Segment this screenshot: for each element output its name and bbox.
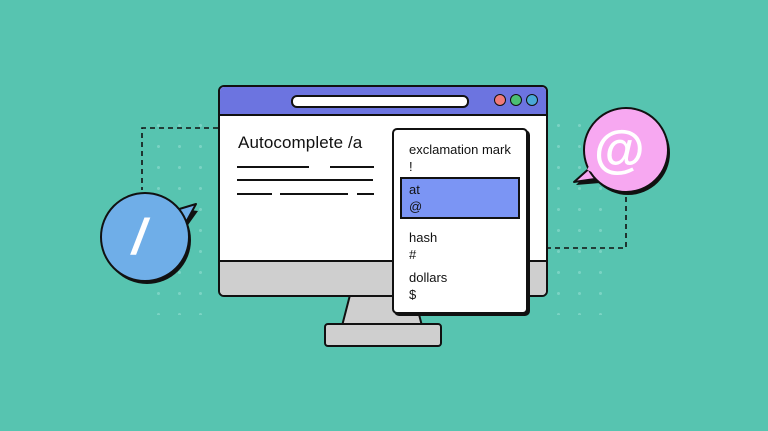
- close-dot-icon[interactable]: [494, 94, 506, 106]
- at-bubble: @: [573, 107, 670, 198]
- option-label: dollars: [409, 270, 448, 285]
- option-symbol: $: [409, 287, 417, 302]
- dropdown-option-dollars[interactable]: dollars $: [400, 266, 520, 308]
- text-placeholder-line: [280, 193, 348, 195]
- dropdown-option-at[interactable]: at @: [400, 177, 520, 219]
- dropdown-option-exclamation[interactable]: exclamation mark !: [400, 138, 520, 180]
- option-label: hash: [409, 230, 438, 245]
- window-titlebar: [220, 87, 546, 116]
- option-symbol: #: [409, 247, 417, 262]
- minimize-dot-icon[interactable]: [510, 94, 522, 106]
- option-symbol: @: [409, 199, 423, 214]
- address-bar[interactable]: [291, 95, 469, 108]
- editor-heading[interactable]: Autocomplete /a: [238, 133, 363, 152]
- maximize-dot-icon[interactable]: [526, 94, 538, 106]
- text-placeholder-line: [357, 193, 374, 195]
- dropdown-option-hash[interactable]: hash #: [400, 226, 520, 268]
- slash-bubble: /: [100, 188, 198, 284]
- at-sign-icon: @: [594, 121, 645, 179]
- option-label: at: [409, 182, 420, 197]
- text-placeholder-line: [237, 179, 373, 181]
- option-symbol: !: [409, 159, 413, 174]
- autocomplete-dropdown: exclamation mark ! at @ hash # dollars $: [392, 128, 528, 314]
- option-label: exclamation mark: [409, 142, 511, 157]
- text-placeholder-line: [237, 193, 272, 195]
- text-placeholder-line: [237, 166, 309, 168]
- slash-icon: /: [132, 209, 146, 265]
- text-placeholder-line: [330, 166, 374, 168]
